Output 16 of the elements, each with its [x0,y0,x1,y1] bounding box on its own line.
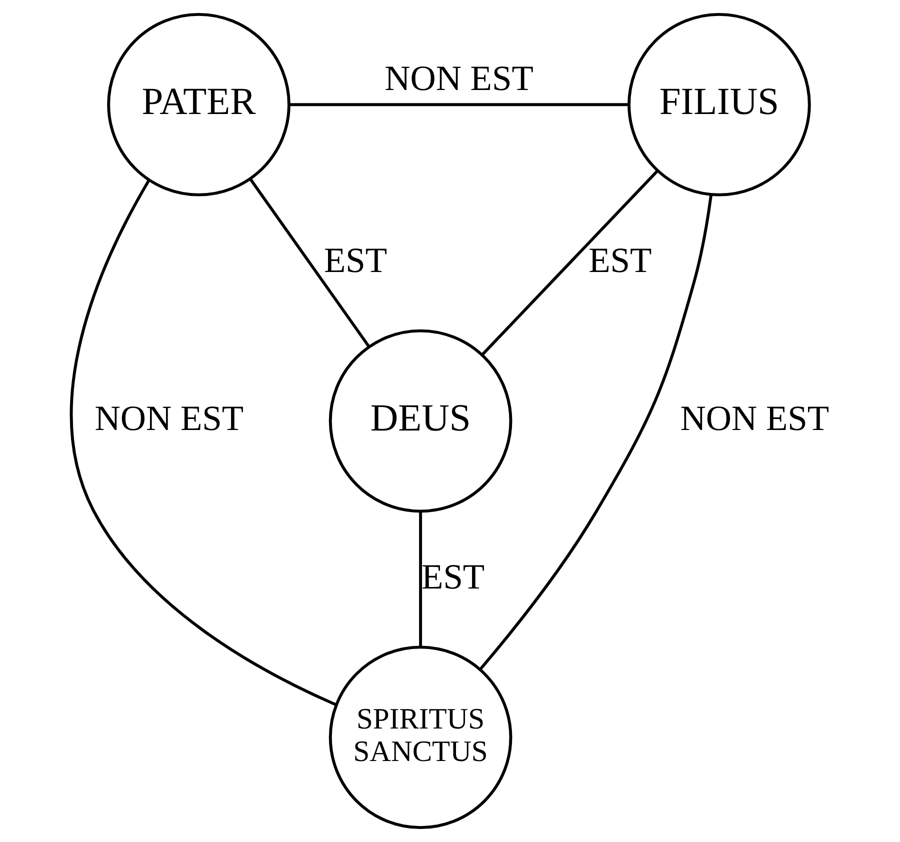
connector [478,194,712,670]
connector [480,170,658,356]
connector [70,179,336,706]
edge-label: EST [588,240,652,280]
edge-label: NON EST [680,398,829,438]
edge-label: NON EST [384,58,533,98]
edge-label: NON EST [94,398,244,438]
node-circle: FILIUS [627,12,810,196]
edge-label: EST [421,556,484,596]
node-circle: PATER [106,12,290,196]
edge-label: EST [323,240,387,280]
connector [288,103,628,106]
node-circle: SPIRITUS SANCTUS [328,646,512,830]
node-circle: DEUS [328,329,512,513]
connector [418,511,422,647]
connector [248,178,370,348]
